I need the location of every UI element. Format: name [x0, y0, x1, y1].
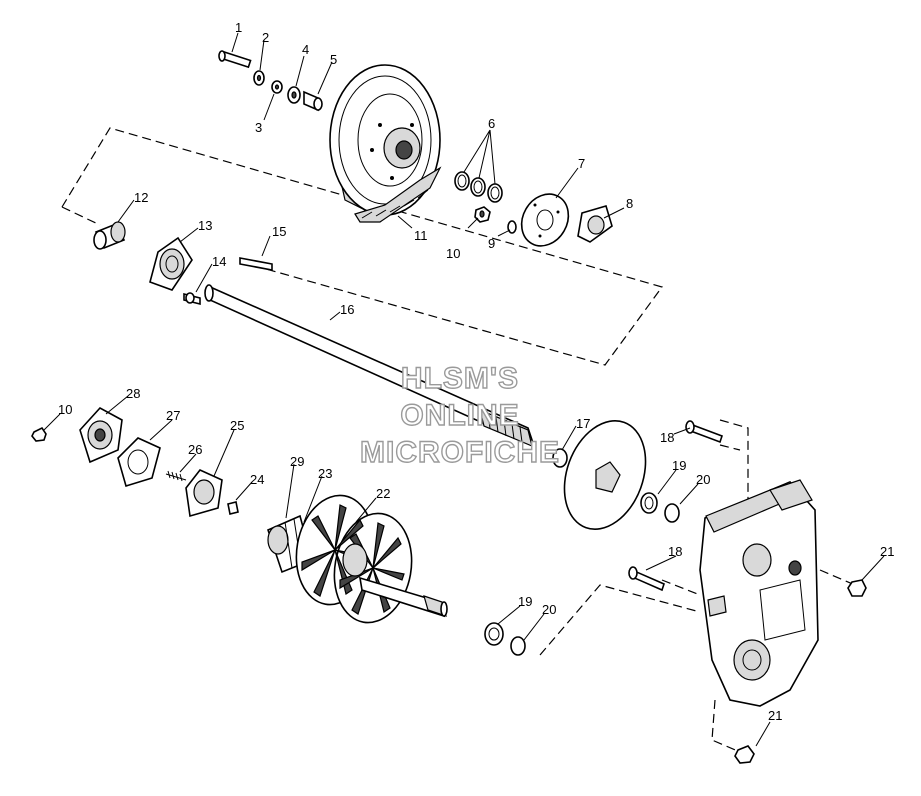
- callout-22: 22: [376, 486, 390, 501]
- part-21-nut-bottom: [734, 745, 755, 764]
- part-10-nut: [474, 206, 491, 223]
- part-26-pin: [165, 470, 187, 482]
- callout-15: 15: [272, 224, 286, 239]
- callout-9: 9: [488, 236, 495, 251]
- callout-11: 11: [414, 228, 428, 243]
- callout-13: 13: [198, 218, 212, 233]
- assembly-dashed-lines: [61, 127, 856, 753]
- part-drive-shaft: [358, 576, 448, 618]
- callout-26: 26: [188, 442, 202, 457]
- part-12-bearing: [93, 221, 126, 250]
- part-19-seal-upper: [640, 492, 658, 514]
- callout-1: 1: [235, 20, 242, 35]
- callout-18-lower: 18: [668, 544, 682, 559]
- callout-19-lower: 19: [518, 594, 532, 609]
- callout-7: 7: [578, 156, 585, 171]
- callout-6: 6: [488, 116, 495, 131]
- part-20-plug-upper: [664, 503, 680, 523]
- callout-14: 14: [212, 254, 226, 269]
- part-25-bearing-flange: [185, 469, 223, 518]
- part-28-bearing-flange: [79, 406, 123, 464]
- callout-17: 17: [576, 416, 590, 431]
- callout-27: 27: [166, 408, 180, 423]
- part-7-plate: [520, 193, 570, 247]
- callout-18-upper: 18: [660, 430, 674, 445]
- part-11-driven-pulley: [329, 64, 442, 223]
- callout-16: 16: [340, 302, 354, 317]
- leader-lines: [43, 32, 885, 747]
- callout-8: 8: [626, 196, 633, 211]
- callout-28: 28: [126, 386, 140, 401]
- watermark: HLSM'S ONLINE MICROFICHE: [359, 361, 560, 469]
- part-2-washer: [253, 70, 265, 86]
- callout-21-bottom: 21: [768, 708, 782, 723]
- part-9-washer: [507, 220, 517, 234]
- part-1-bolt: [218, 50, 252, 69]
- part-21-nut-right: [847, 579, 867, 597]
- callout-2: 2: [262, 30, 269, 45]
- part-18-bolt-upper: [685, 420, 724, 444]
- part-20-plug-lower: [510, 636, 526, 656]
- part-6-rings: [454, 171, 503, 203]
- watermark-line-2: ONLINE: [400, 399, 519, 432]
- callout-10-left: 10: [58, 402, 72, 417]
- part-disc: [563, 419, 647, 531]
- callout-20-lower: 20: [542, 602, 556, 617]
- callout-5: 5: [330, 52, 337, 67]
- part-chaincase: [699, 479, 819, 707]
- callout-10-top: 10: [446, 246, 460, 261]
- part-16-shaft: [204, 284, 536, 448]
- callout-3: 3: [255, 120, 262, 135]
- part-10-nut-left: [31, 426, 47, 442]
- callout-labels: 1 2 3 4 5 6 7 8 9 10 11 12 13 14 15 16 1…: [58, 20, 894, 723]
- part-4-washer: [287, 86, 301, 104]
- callout-24: 24: [250, 472, 264, 487]
- part-14-bolt: [183, 292, 201, 306]
- callout-12: 12: [134, 190, 148, 205]
- callout-29: 29: [290, 454, 304, 469]
- callout-25: 25: [230, 418, 244, 433]
- part-27-gasket: [117, 437, 161, 488]
- part-15-key: [239, 257, 273, 271]
- callout-4: 4: [302, 42, 309, 57]
- callout-20-upper: 20: [696, 472, 710, 487]
- callout-19-upper: 19: [672, 458, 686, 473]
- part-24-spacer: [227, 501, 239, 515]
- part-5-spacer: [303, 90, 323, 112]
- part-22-drive-sprockets: [295, 494, 413, 624]
- part-8-bearing-flange: [577, 205, 613, 243]
- callout-23: 23: [318, 466, 332, 481]
- part-19-seal-lower: [484, 622, 504, 646]
- callout-21-right: 21: [880, 544, 894, 559]
- part-18-bolt-lower: [628, 566, 665, 592]
- watermark-line-1: HLSM'S: [401, 362, 519, 395]
- part-3-washer: [271, 80, 283, 94]
- watermark-line-3: MICROFICHE: [360, 436, 560, 469]
- part-17-ring: [552, 448, 568, 468]
- part-13-bearing-flange: [149, 236, 193, 291]
